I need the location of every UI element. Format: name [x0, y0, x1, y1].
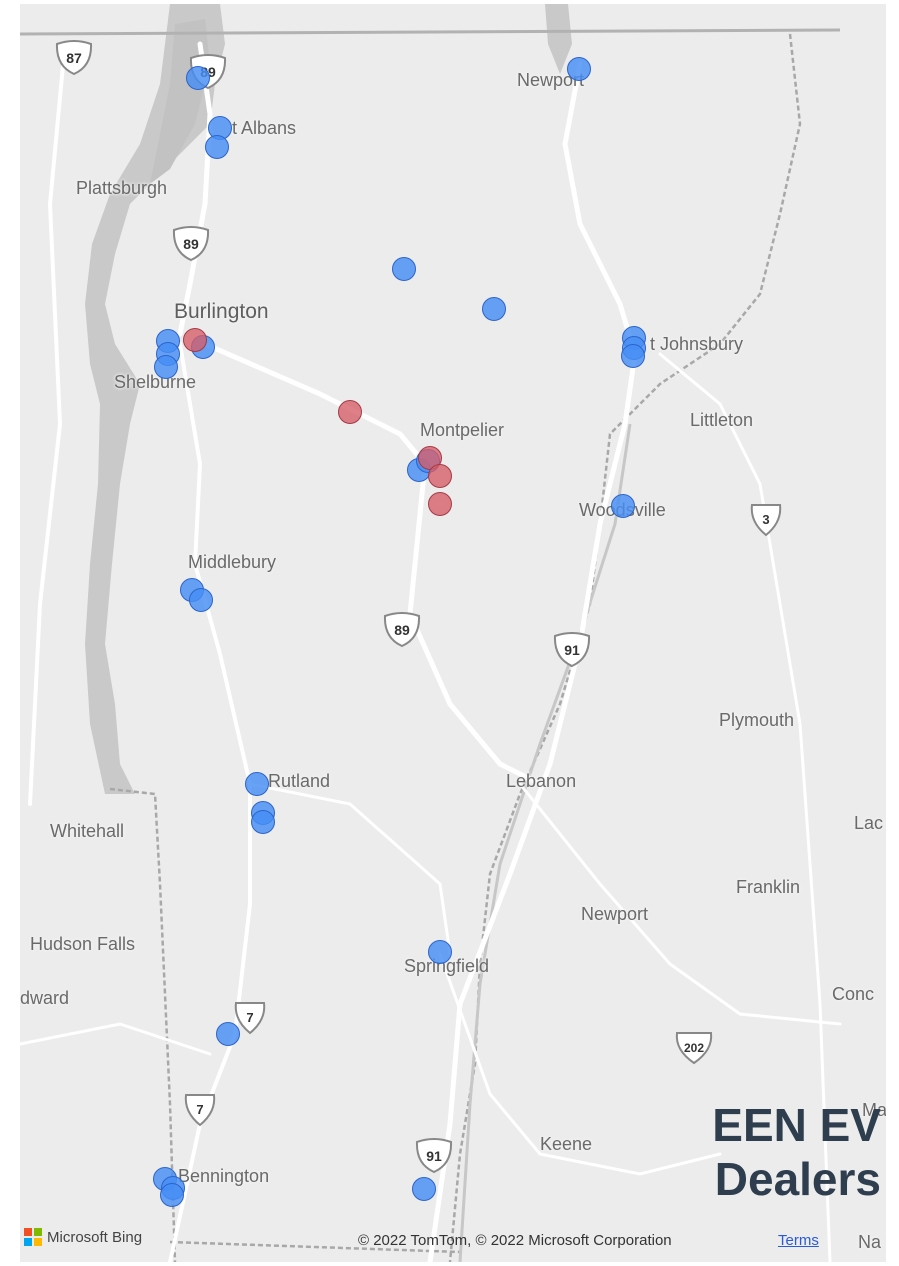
us-route-shield-icon: 7	[234, 1002, 266, 1035]
map-canvas[interactable]: Newport t Albans Plattsburgh Burlington …	[20, 4, 886, 1262]
lake-champlain	[85, 4, 225, 794]
interstate-shield-icon: 89	[383, 612, 421, 648]
border-vt-nh	[448, 33, 802, 1262]
place-label: Plymouth	[719, 710, 795, 730]
us-route-shield-icon: 202	[675, 1032, 713, 1065]
dealer-marker-icon[interactable]	[338, 400, 362, 424]
interstate-shield-icon: 87	[55, 40, 93, 76]
place-label: Montpelier	[420, 420, 505, 440]
place-label: Plattsburgh	[76, 178, 168, 198]
dealer-marker-icon[interactable]	[412, 1177, 436, 1201]
lake-memphremagog	[545, 4, 572, 74]
place-label: Newport	[517, 70, 585, 90]
dealer-marker-icon[interactable]	[160, 1183, 184, 1207]
dealer-marker-icon[interactable]	[216, 1022, 240, 1046]
shield-label: 87	[66, 50, 82, 66]
shield-label: 202	[684, 1041, 704, 1055]
dealer-marker-icon[interactable]	[428, 464, 452, 488]
terms-link[interactable]: Terms	[778, 1232, 819, 1249]
title-line: EEN EV	[712, 1099, 881, 1151]
place-label: Bennington	[178, 1166, 270, 1186]
dealer-marker-icon[interactable]	[418, 446, 442, 470]
place-label: t Albans	[232, 118, 297, 138]
microsoft-logo-icon	[24, 1228, 42, 1246]
dealer-marker-icon[interactable]	[482, 297, 506, 321]
us-route-shield-icon: 3	[750, 504, 782, 537]
place-label: Littleton	[690, 410, 754, 430]
border-ma	[169, 1240, 461, 1254]
shield-label: 7	[196, 1102, 203, 1117]
dealer-marker-icon[interactable]	[251, 810, 275, 834]
dealer-marker-icon[interactable]	[611, 494, 635, 518]
title-line: Dealers	[714, 1153, 881, 1205]
bing-label: Microsoft Bing	[47, 1228, 143, 1246]
place-label: Keene	[540, 1134, 593, 1154]
place-label: Franklin	[736, 877, 801, 897]
dealer-marker-icon[interactable]	[186, 66, 210, 90]
dealer-marker-icon[interactable]	[428, 492, 452, 516]
dealer-marker-icon[interactable]	[245, 772, 269, 796]
roads	[20, 41, 842, 1262]
place-label: Burlington	[174, 300, 269, 323]
shield-label: 91	[564, 642, 580, 658]
place-label: Rutland	[268, 771, 331, 791]
shield-label: 91	[426, 1148, 442, 1164]
place-label: Hudson Falls	[30, 934, 136, 954]
bing-attribution[interactable]: Microsoft Bing	[24, 1228, 142, 1246]
border-canada	[20, 28, 841, 36]
place-label: Lebanon	[506, 771, 577, 791]
dealer-marker-icon[interactable]	[183, 328, 207, 352]
dealer-marker-icon[interactable]	[392, 257, 416, 281]
interstate-shield-icon: 89	[172, 226, 210, 262]
place-label: Springfield	[404, 956, 490, 976]
dealer-marker-icon[interactable]	[567, 57, 591, 81]
map-title: EEN EV Dealers	[712, 1098, 881, 1206]
place-label: Conc	[832, 984, 875, 1004]
place-label: Ma	[862, 1100, 886, 1120]
dealer-marker-icon[interactable]	[154, 355, 178, 379]
place-label: Na	[858, 1232, 882, 1252]
dealer-marker-icon[interactable]	[621, 344, 645, 368]
place-label: Whitehall	[50, 821, 125, 841]
interstate-shield-icon: 91	[415, 1138, 453, 1174]
us-route-shield-icon: 7	[184, 1094, 216, 1127]
river-ct	[458, 423, 632, 1262]
place-label: Newport	[581, 904, 649, 924]
copyright-text: © 2022 TomTom, © 2022 Microsoft Corporat…	[358, 1232, 672, 1249]
place-label: Lac	[854, 813, 884, 833]
shield-label: 89	[183, 236, 199, 252]
shield-label: 89	[394, 622, 410, 638]
shield-label: 7	[246, 1010, 253, 1025]
place-label: t Johnsbury	[650, 334, 744, 354]
dealer-marker-icon[interactable]	[205, 135, 229, 159]
dealer-marker-icon[interactable]	[189, 588, 213, 612]
shield-label: 3	[762, 512, 769, 527]
dealer-marker-icon[interactable]	[428, 940, 452, 964]
place-label: dward	[20, 988, 70, 1008]
place-label: Middlebury	[188, 552, 277, 572]
interstate-shield-icon: 91	[553, 632, 591, 668]
place-label: Shelburne	[114, 372, 197, 392]
